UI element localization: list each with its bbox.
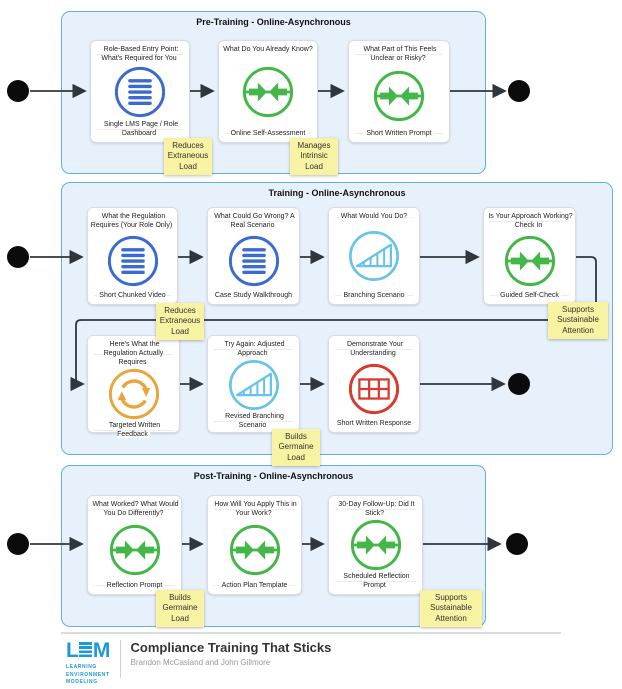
sticky-note: Reduces Extraneous Load — [164, 138, 212, 176]
card-caption: Guided Self-Check — [498, 291, 561, 299]
activity-card: What Worked? What Would You Do Different… — [87, 495, 182, 595]
card-caption: Reflection Prompt — [104, 581, 165, 589]
converge-arrows-icon — [372, 69, 426, 123]
sticky-note: Builds Germaine Load — [156, 590, 204, 628]
cycle-arrows-icon — [107, 367, 161, 421]
activity-card: Is Your Approach Working? Check In Guide… — [483, 207, 576, 305]
lines-icon — [106, 234, 160, 288]
card-title: Demonstrate Your Understanding — [344, 341, 404, 358]
end-node — [506, 533, 528, 555]
sticky-note: Manages Intrinsic Load — [290, 138, 338, 176]
activity-card: Here's What the Regulation Actually Requ… — [87, 335, 180, 439]
logo-subtitle: LEARNING ENVIRONMENT MODELING — [66, 664, 110, 685]
activity-card: Demonstrate Your Understanding Short Wri… — [328, 335, 420, 433]
card-caption: Action Plan Template — [219, 581, 290, 589]
activity-card: What the Regulation Requires (Your Role … — [87, 207, 178, 305]
footer-text: Compliance Training That Sticks Brandon … — [131, 640, 332, 667]
card-title: What Do You Already Know? — [221, 46, 315, 53]
logo-letter-l: L — [66, 639, 79, 662]
card-caption: Branching Scenario — [341, 291, 407, 299]
activity-card: How Will You Apply This in Your Work? Ac… — [207, 495, 302, 595]
activity-card: What Could Go Wrong? A Real Scenario Cas… — [207, 207, 300, 305]
lane-title: Pre-Training - Online-Asynchronous — [196, 17, 351, 27]
footer-vertical-rule — [119, 640, 121, 678]
table-grid-icon — [347, 362, 401, 416]
card-title: What Would You Do? — [338, 213, 410, 220]
activity-card: What Part of This Feels Unclear or Risky… — [348, 40, 450, 143]
lines-icon — [113, 65, 167, 119]
sticky-note: Supports Sustainable Attention — [420, 590, 482, 628]
card-caption: Online Self-Assessment — [228, 129, 308, 137]
diagram-authors: Brandon McCasland and John Gillmore — [130, 658, 271, 667]
card-caption: Case Study Walkthrough — [212, 291, 295, 299]
lines-icon — [227, 234, 281, 288]
converge-arrows-icon — [228, 523, 282, 577]
converge-arrows-icon — [503, 234, 557, 288]
converge-arrows-icon — [108, 523, 162, 577]
end-node — [508, 80, 530, 102]
sticky-note: Builds Germaine Load — [272, 429, 320, 467]
card-caption: Short Written Prompt — [364, 129, 434, 137]
card-title: What Worked? What Would You Do Different… — [90, 501, 179, 518]
card-title: Role-Based Entry Point: What's Required … — [101, 46, 179, 63]
activity-card: What Would You Do? Branching Scenario — [328, 207, 420, 305]
growth-ramp-icon — [347, 229, 401, 283]
sticky-note: Supports Sustainable Attention — [548, 302, 608, 340]
sticky-note: Reduces Extraneous Load — [156, 303, 204, 341]
card-caption: Targeted Written Feedback — [106, 422, 161, 439]
footer-divider — [61, 632, 561, 634]
lane-title: Training - Online-Asynchronous — [268, 188, 406, 198]
lane-title: Post-Training - Online-Asynchronous — [193, 471, 354, 481]
diagram-title: Compliance Training That Sticks — [130, 640, 332, 655]
card-title: What the Regulation Requires (Your Role … — [90, 213, 175, 230]
start-node — [7, 246, 29, 268]
logo-e-bars-icon — [78, 642, 92, 657]
growth-ramp-icon — [227, 358, 281, 412]
activity-card: Role-Based Entry Point: What's Required … — [90, 40, 190, 143]
logo-letter-m: M — [92, 639, 110, 662]
card-title: What Part of This Feels Unclear or Risky… — [361, 46, 437, 63]
activity-card: 30-Day Follow-Up: Did It Stick? Schedule… — [328, 495, 423, 595]
start-node — [7, 80, 29, 102]
activity-card: What Do You Already Know? Online Self-As… — [218, 40, 318, 143]
start-node — [7, 533, 29, 555]
converge-arrows-icon — [241, 65, 295, 119]
card-caption: Short Written Response — [334, 419, 414, 427]
card-title: Here's What the Regulation Actually Requ… — [103, 341, 164, 367]
card-title: What Could Go Wrong? A Real Scenario — [212, 213, 295, 230]
card-caption: Short Chunked Video — [97, 291, 168, 299]
activity-card: Try Again: Adjusted Approach Revised Bra… — [207, 335, 300, 433]
converge-arrows-icon — [349, 518, 403, 572]
